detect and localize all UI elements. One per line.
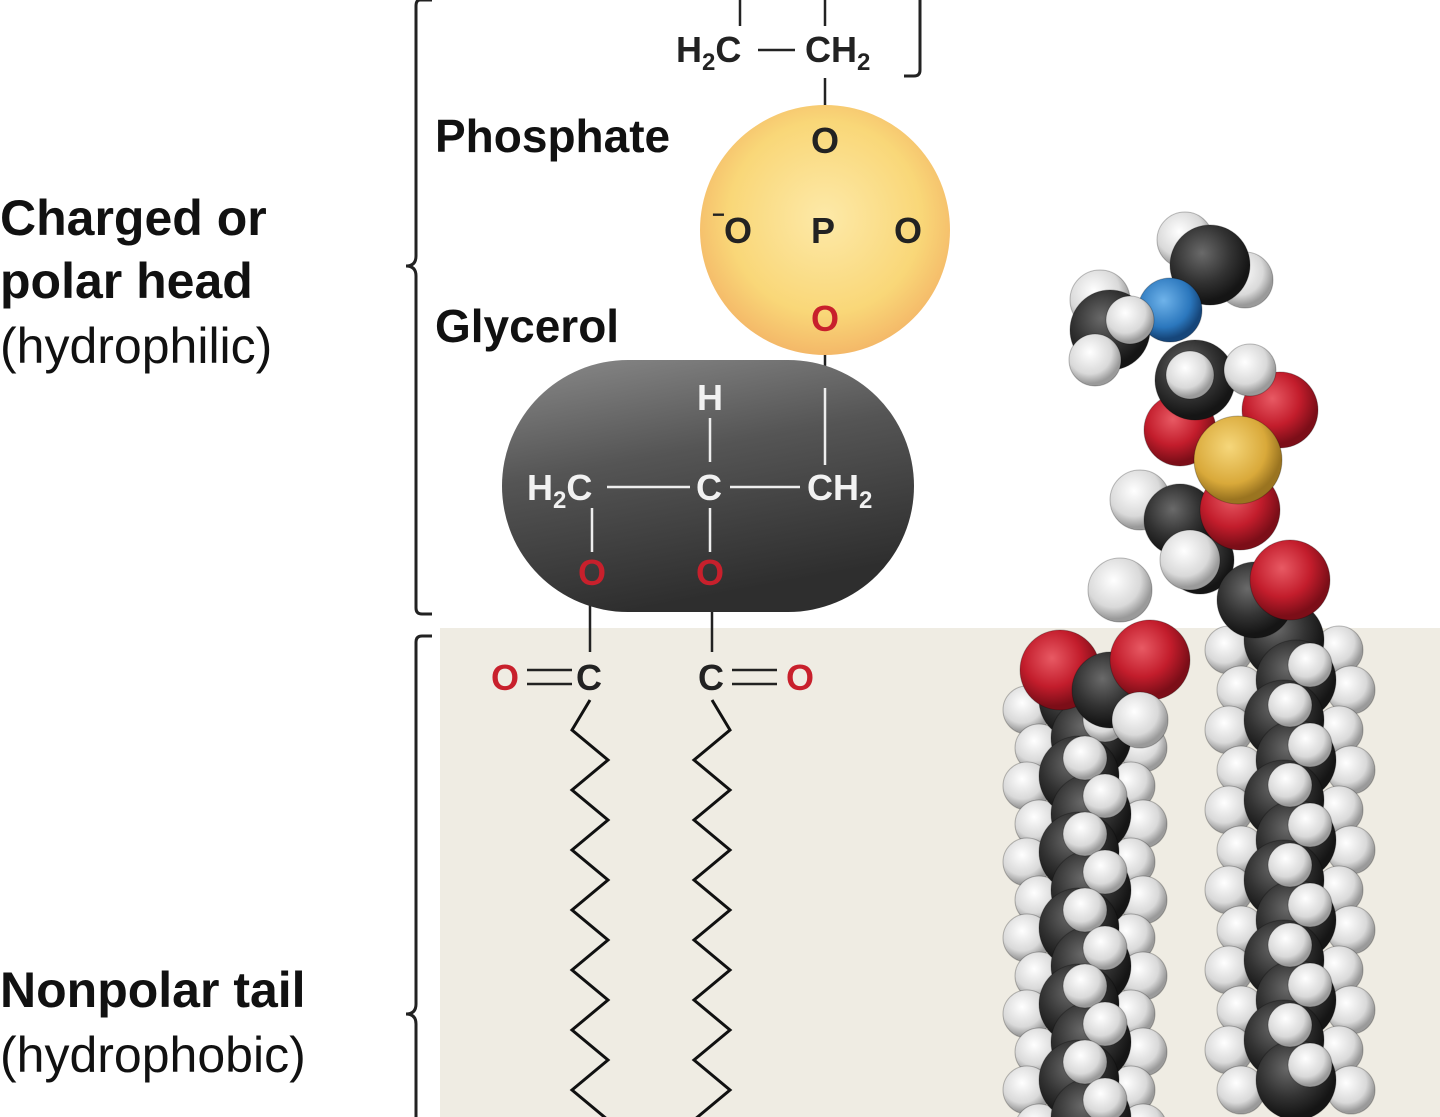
space-filling-model	[1002, 211, 1376, 1117]
hydrogen-atom	[1267, 682, 1313, 728]
hydrogen-atom	[1267, 842, 1313, 888]
hydrogen-atom	[1105, 295, 1155, 345]
glycerol-hydrogen: H	[697, 377, 723, 418]
glycerol-carbon-middle: C	[696, 467, 722, 508]
hydrogen-atom	[1267, 1002, 1313, 1048]
phosphate-label: Phosphate	[435, 110, 671, 162]
tail-label-line2: (hydrophobic)	[0, 1027, 306, 1083]
head-label-line2: polar head	[0, 253, 253, 309]
hydrogen-atom	[1062, 735, 1108, 781]
hydrogen-atom	[1082, 849, 1128, 895]
glycerol-backbone-shape	[502, 360, 914, 612]
oxygen-atom	[1249, 539, 1331, 621]
hydrogen-atom	[1017, 1103, 1061, 1117]
fatty-acid-chain-left	[569, 699, 611, 1117]
choline-carbon-right: CH2	[805, 29, 870, 76]
choline-carbon-left: H2C	[676, 29, 741, 76]
hydrogen-atom	[1062, 963, 1108, 1009]
hydrogen-atom	[1159, 529, 1221, 591]
hydrogen-atom	[1068, 333, 1122, 387]
phosphate-oxygen-double: O	[894, 210, 922, 251]
ester-carbon-left: C	[576, 657, 602, 698]
hydrogen-atom	[1287, 642, 1333, 688]
carbon-atom	[1169, 224, 1251, 306]
hydrogen-atom	[1111, 691, 1169, 749]
hydrogen-atom	[1223, 343, 1277, 397]
phosphate-oxygen-ester: O	[811, 298, 839, 339]
hydrogen-atom	[1287, 722, 1333, 768]
oxygen-atom	[1109, 619, 1191, 701]
hydrogen-atom	[1087, 557, 1153, 623]
hydrogen-atom	[1267, 762, 1313, 808]
phosphate-group-circle	[700, 105, 950, 355]
phosphorus-atom: P	[811, 210, 835, 251]
phosphate-oxygen-top: O	[811, 120, 839, 161]
ester-oxygen-right: O	[786, 657, 814, 698]
fatty-acid-chain-right	[691, 699, 733, 1117]
glycerol-label: Glycerol	[435, 300, 620, 352]
hydrogen-atom	[1287, 802, 1333, 848]
negative-charge-sign: −	[712, 202, 725, 227]
choline-bracket	[904, 0, 922, 78]
hydrogen-atom	[1062, 811, 1108, 857]
phosphorus-atom	[1193, 415, 1283, 505]
glycerol-oxygen-left: O	[578, 552, 606, 593]
hydrogen-atom	[1287, 882, 1333, 928]
hydrogen-atom	[1121, 1103, 1165, 1117]
tail-label-line1: Nonpolar tail	[0, 962, 306, 1018]
hydrogen-atom	[1082, 1077, 1128, 1117]
hydrogen-atom	[1082, 925, 1128, 971]
brace-polar-head	[405, 0, 432, 616]
hydrogen-atom	[1082, 1001, 1128, 1047]
hydrogen-atom	[1165, 350, 1215, 400]
glycerol-oxygen-right: O	[696, 552, 724, 593]
hydrogen-atom	[1062, 1039, 1108, 1085]
glycerol-carbon-left: H2C	[527, 467, 592, 514]
hydrogen-atom	[1267, 922, 1313, 968]
hydrogen-atom	[1287, 1042, 1333, 1088]
glycerol-carbon-right: CH2	[807, 467, 872, 514]
ester-oxygen-left: O	[491, 657, 519, 698]
head-label-line3: (hydrophilic)	[0, 318, 273, 374]
ester-carbon-right: C	[698, 657, 724, 698]
head-label-line1: Charged or	[0, 190, 267, 246]
hydrogen-atom	[1082, 773, 1128, 819]
brace-nonpolar-tail	[405, 634, 432, 1117]
hydrogen-atom	[1287, 962, 1333, 1008]
phosphate-oxygen-charged: O	[724, 210, 752, 251]
glycerol-bonds	[590, 388, 827, 552]
hydrogen-atom	[1062, 887, 1108, 933]
